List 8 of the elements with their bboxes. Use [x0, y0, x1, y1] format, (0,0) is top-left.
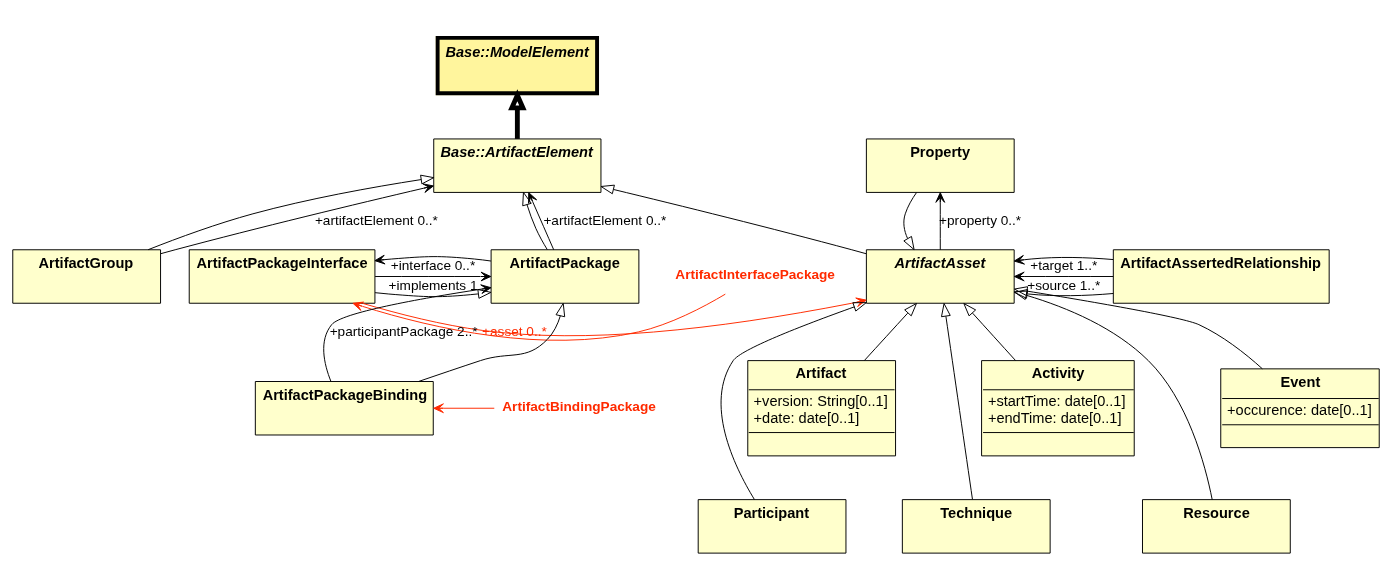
edge-label: +interface 0..* [390, 257, 476, 273]
node-text: ArtifactInterfacePackage [675, 266, 835, 282]
node-text: ArtifactBindingPackage [502, 398, 656, 414]
edge-label: +source 1..* [1027, 277, 1101, 293]
edge-label: +artifactElement 0..* [543, 212, 667, 228]
edge-label: +target 1..* [1030, 257, 1098, 273]
edge-label: +artifactElement 0..* [314, 212, 438, 228]
edge-label: +implements 1 [388, 277, 478, 293]
